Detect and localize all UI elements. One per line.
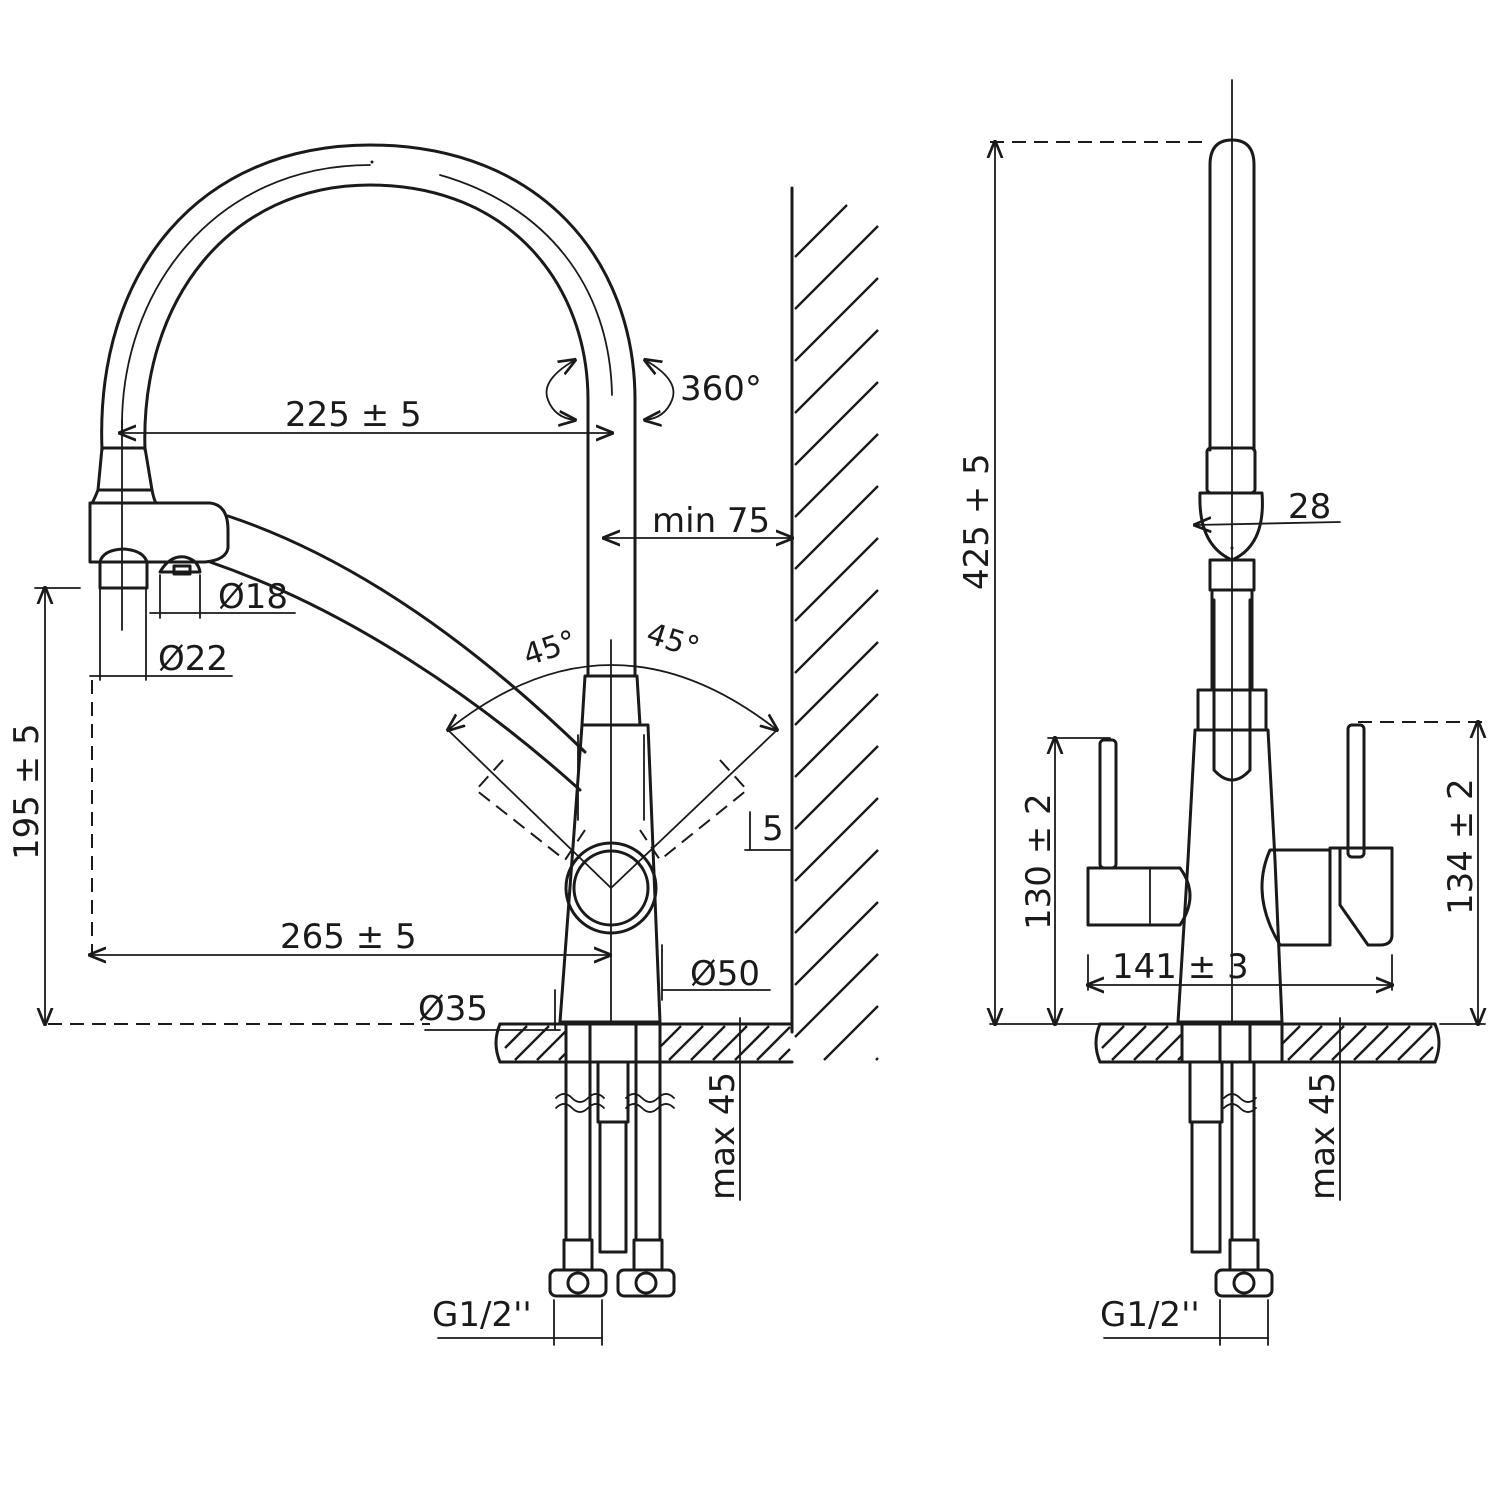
outlet-22-label: Ø22 <box>158 639 228 679</box>
hatch-line <box>1287 1025 1323 1061</box>
left-handle-height-label: 130 ± 2 <box>1019 793 1059 930</box>
hatch-line <box>778 1048 791 1061</box>
angle-left-label: 45° <box>519 624 580 674</box>
side-view: 45° 45° 360° 225 ± 5 min 75 Ø18 <box>7 143 879 1346</box>
hatch-line <box>794 485 879 570</box>
hatch-line <box>794 204 848 258</box>
handle-span-label: 141 ± 3 <box>1112 947 1249 987</box>
dim-base-35: Ø35 <box>418 989 561 1031</box>
spout-28-label: 28 <box>1288 487 1331 527</box>
wall-clearance-label: min 75 <box>652 501 770 541</box>
hatch-line <box>712 1025 748 1061</box>
dim-body-50: Ø50 <box>661 944 771 1001</box>
dim-outlet-18: Ø18 <box>149 574 296 619</box>
dim-thread-front: G1/2'' <box>1100 1295 1269 1346</box>
dim-max-thickness: max 45 <box>703 1017 743 1201</box>
hatch-line <box>1331 1025 1367 1061</box>
hose <box>226 514 587 754</box>
hatch-line <box>668 1025 704 1061</box>
front-right-handle <box>1260 723 1394 947</box>
dim-spout-height: 195 ± 5 <box>7 588 430 1024</box>
lever-rotation-indicator: 45° 45° <box>448 616 777 889</box>
dim-overall-reach: 265 ± 5 <box>90 680 610 957</box>
front-supply <box>1180 1022 1284 1298</box>
hatch-line <box>794 537 879 622</box>
hatch-line <box>794 589 879 674</box>
base-35-label: Ø35 <box>418 989 488 1029</box>
front-spout <box>1198 138 1264 782</box>
hatch-line <box>794 797 879 882</box>
body-50-label: Ø50 <box>690 954 760 994</box>
dim-offset: 5 <box>744 809 793 851</box>
hatch-line <box>1397 1025 1433 1061</box>
right-handle-height-label: 134 ± 2 <box>1441 778 1481 915</box>
hatch-line <box>794 641 879 726</box>
spout <box>100 143 637 677</box>
offset-label: 5 <box>762 809 784 849</box>
rotation-label: 360° <box>680 369 762 409</box>
dim-spout-28: 28 <box>1195 487 1341 527</box>
front-view: 425 + 5 28 130 ± 2 134 ± 2 141 ± 3 <box>957 79 1485 1346</box>
dim-thread-side: G1/2'' <box>432 1295 603 1346</box>
dim-right-handle-height: 134 ± 2 <box>1358 722 1485 1024</box>
front-max-thickness-label: max 45 <box>1303 1072 1343 1200</box>
mixer-body <box>558 639 662 1031</box>
spray-head <box>88 446 230 590</box>
thread-side-label: G1/2'' <box>432 1295 532 1335</box>
hatch-line <box>1419 1046 1434 1061</box>
hatch-line <box>1375 1025 1411 1061</box>
hatch-line <box>690 1025 726 1061</box>
dim-handle-span: 141 ± 3 <box>1088 947 1392 990</box>
hatch-line <box>1309 1025 1345 1061</box>
spout-height-label: 195 ± 5 <box>7 723 47 860</box>
dim-overall-height: 425 + 5 <box>957 142 1205 1024</box>
hatch-line <box>1353 1025 1389 1061</box>
wall <box>790 186 879 1061</box>
hatch-line <box>823 1005 879 1061</box>
hatch-line <box>1133 1025 1169 1061</box>
hatch-line <box>794 693 879 778</box>
hatch-line <box>794 745 879 830</box>
hatch-line <box>794 901 879 986</box>
angle-right-label: 45° <box>642 616 703 666</box>
hatch-line <box>1101 1025 1125 1049</box>
hatch-line <box>514 1025 550 1061</box>
hatch-line <box>794 225 879 310</box>
outlet-18-label: Ø18 <box>218 577 288 617</box>
hatch-line <box>1111 1025 1147 1061</box>
thread-front-label: G1/2'' <box>1100 1295 1200 1335</box>
dim-spout-reach: 225 ± 5 <box>120 395 612 631</box>
dim-outlet-22: Ø22 <box>89 587 233 681</box>
hose-lower <box>208 560 582 792</box>
front-body <box>1176 688 1284 1024</box>
front-left-handle <box>1086 738 1192 927</box>
hatch-line <box>794 277 879 362</box>
spout-reach-label: 225 ± 5 <box>285 395 422 435</box>
hatch-line <box>875 1057 879 1061</box>
rotation-arrows: 360° <box>545 360 762 420</box>
hatch-line <box>794 849 879 934</box>
dim-front-max-thickness: max 45 <box>1303 1017 1343 1201</box>
hatch-line <box>794 381 879 466</box>
hatch-line <box>756 1026 791 1061</box>
overall-reach-label: 265 ± 5 <box>280 917 417 957</box>
hatch-line <box>794 329 879 414</box>
dim-wall-clearance: min 75 <box>604 501 792 541</box>
max-thickness-label: max 45 <box>703 1072 743 1200</box>
overall-height-label: 425 + 5 <box>957 453 997 590</box>
dim-left-handle-height: 130 ± 2 <box>1019 738 1111 1024</box>
hatch-line <box>794 953 879 1038</box>
supply-hoses <box>548 1022 676 1298</box>
hatch-line <box>794 433 879 518</box>
